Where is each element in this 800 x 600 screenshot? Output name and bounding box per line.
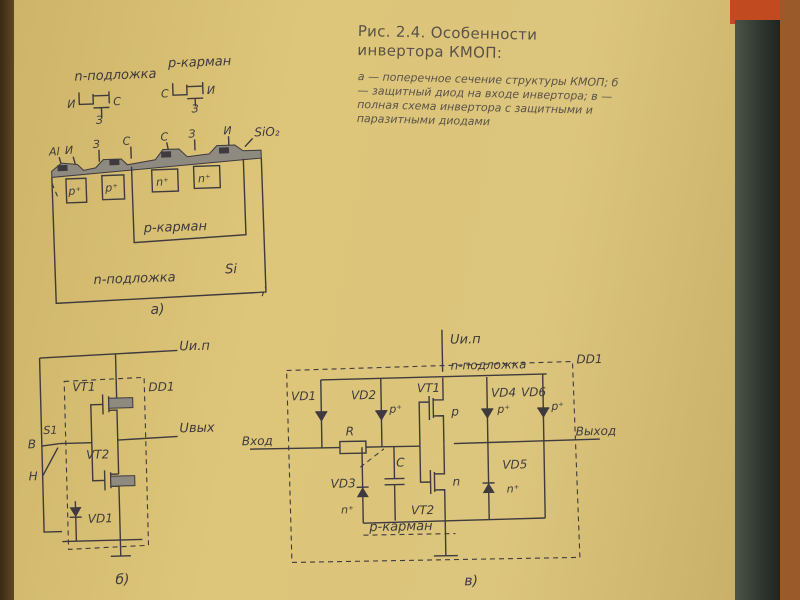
v-p-pocket-label: p-карман	[368, 519, 433, 535]
n-sym-drain: С	[113, 95, 121, 108]
electrode-source-2: И	[223, 124, 232, 137]
v-input-label: Вход	[242, 434, 273, 449]
v-p-plus-1: p⁺	[388, 402, 402, 415]
p-sym-source: И	[207, 84, 216, 97]
v-p-label: p	[450, 404, 459, 418]
v-r-label: R	[346, 424, 355, 438]
book-page	[14, 0, 740, 600]
v-supply-label: Uи.п	[450, 332, 481, 348]
electrode-gate-1: З	[92, 138, 100, 151]
metal-contact	[218, 147, 230, 154]
figure-v-schematic: Uи.п n-подложка DD1 Вход R Выход VD1 VD2…	[242, 329, 617, 589]
figure-a-caption: а)	[150, 302, 165, 318]
n-sym-source: И	[67, 98, 76, 111]
electrode-drain-1: С	[122, 135, 130, 148]
diffusion-p1: p⁺	[67, 184, 81, 197]
electrode-source-1: И	[65, 144, 74, 157]
n-sym-gate: З	[96, 114, 104, 127]
metal-contact	[57, 164, 68, 172]
diffusion-p2: p⁺	[104, 181, 118, 194]
v-c-label: C	[396, 455, 405, 469]
v-vd5-label: VD5	[502, 457, 527, 471]
v-vd3-label: VD3	[330, 476, 355, 490]
figure-b-caption: б)	[115, 572, 130, 588]
v-vd6-label: VD6	[521, 385, 547, 399]
v-output-label: Выход	[576, 424, 617, 439]
b-vt2-label: VT2	[86, 447, 110, 462]
n-mos-symbol: И С З	[67, 91, 121, 127]
book-spine	[735, 20, 780, 600]
electrode-drain-2: С	[160, 130, 168, 143]
electrode-gate-2: З	[188, 127, 196, 140]
v-vd1-label: VD1	[291, 389, 316, 403]
v-vd4-label: VD4	[491, 385, 516, 399]
v-p-plus-3: p⁺	[550, 400, 564, 413]
b-h-label: Н	[28, 469, 37, 483]
si-label: Si	[225, 262, 238, 277]
v-vt2-label: VT2	[411, 503, 434, 517]
v-p-plus-2: p⁺	[496, 403, 510, 416]
oxide-label: SiO₂	[254, 124, 280, 139]
p-pocket-label: p-карман	[142, 219, 207, 236]
p-sym-drain: С	[161, 87, 169, 100]
electrode-al: Al	[48, 145, 60, 158]
figure-b-schematic: Uи.п DD1 VT1 VT2 Uвых В S1 Н VD1 б)	[28, 339, 215, 589]
v-vt1-label: VT1	[417, 381, 440, 395]
v-n-plus-2: n⁺	[507, 482, 520, 495]
b-b-label: В	[28, 437, 37, 451]
v-vd2-label: VD2	[351, 388, 376, 402]
v-n-label: n	[452, 474, 460, 488]
b-supply-label: Uи.п	[179, 339, 210, 355]
v-n-substrate-label: n-подложка	[450, 357, 526, 372]
metal-contact	[109, 159, 120, 166]
b-vt1-label: VT1	[72, 380, 96, 395]
v-dd1-label: DD1	[576, 352, 602, 366]
v-n-plus-1: n⁺	[341, 503, 354, 516]
diffusion-n2: n⁺	[198, 172, 211, 185]
figure-v-caption: в)	[464, 573, 478, 589]
label-n-substrate-top: n-подложка	[74, 67, 157, 85]
p-sym-gate: З	[191, 102, 199, 115]
b-vd1-label: VD1	[88, 511, 113, 526]
b-dd1-label: DD1	[148, 380, 174, 395]
b-output-label: Uвых	[179, 421, 215, 437]
label-p-pocket-top: p-карман	[167, 54, 232, 71]
metal-contact	[161, 151, 172, 158]
diffusion-n1: n⁺	[156, 175, 169, 188]
figure-a-cross-section: n-подложка p-карман И С З С И З Al И З С…	[48, 54, 280, 318]
substrate-label: n-подложка	[93, 270, 176, 288]
p-mos-symbol: С И З	[161, 82, 216, 116]
b-s1-label: S1	[43, 424, 57, 437]
background-right	[780, 0, 800, 600]
